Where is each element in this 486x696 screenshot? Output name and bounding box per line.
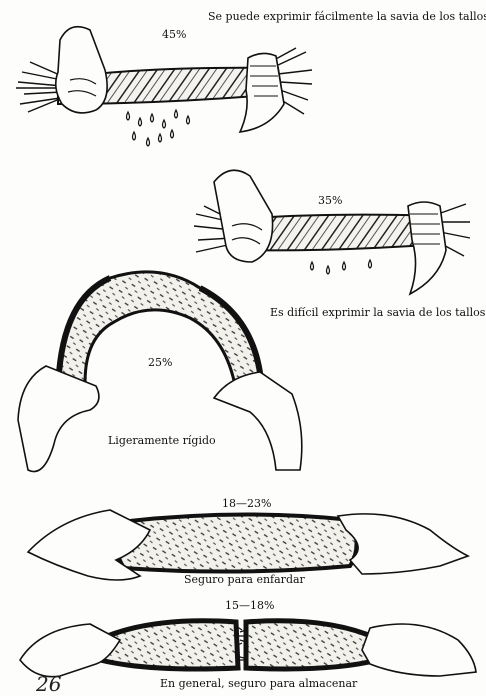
percent-15-18: 15—18% xyxy=(225,599,274,612)
sap-drops xyxy=(311,260,372,274)
sap-drops xyxy=(127,110,190,146)
percent-35: 35% xyxy=(318,194,342,207)
broken-hay-half-left xyxy=(98,621,238,669)
caption-25: Ligeramente rígido xyxy=(108,434,216,447)
percent-25: 25% xyxy=(148,356,172,369)
caption-45: Se puede exprimir fácilmente la savia de… xyxy=(208,10,486,23)
left-hand xyxy=(18,366,99,472)
handwritten-page-mark: 26 xyxy=(36,672,61,696)
right-hand xyxy=(338,514,468,574)
caption-35: Es difícil exprimir la savia de los tall… xyxy=(270,306,485,319)
left-hand xyxy=(20,624,120,677)
left-hand xyxy=(56,27,107,113)
flat-hay-bundle xyxy=(116,514,357,571)
panel-35-drawing xyxy=(194,170,470,294)
percent-45: 45% xyxy=(162,28,186,41)
panel-45-drawing xyxy=(16,27,312,146)
broken-hay-half-right xyxy=(246,621,380,669)
panel-18-23-drawing xyxy=(28,510,468,580)
right-hand xyxy=(362,624,476,676)
right-hand xyxy=(240,53,284,132)
caption-18-23: Seguro para enfardar xyxy=(184,573,305,586)
left-hand xyxy=(214,170,273,262)
caption-15-18: En general, seguro para almacenar xyxy=(160,677,357,690)
panel-15-18-drawing xyxy=(20,621,476,677)
right-hand xyxy=(408,202,446,294)
right-hand xyxy=(214,372,302,470)
percent-18-23: 18—23% xyxy=(222,497,271,510)
